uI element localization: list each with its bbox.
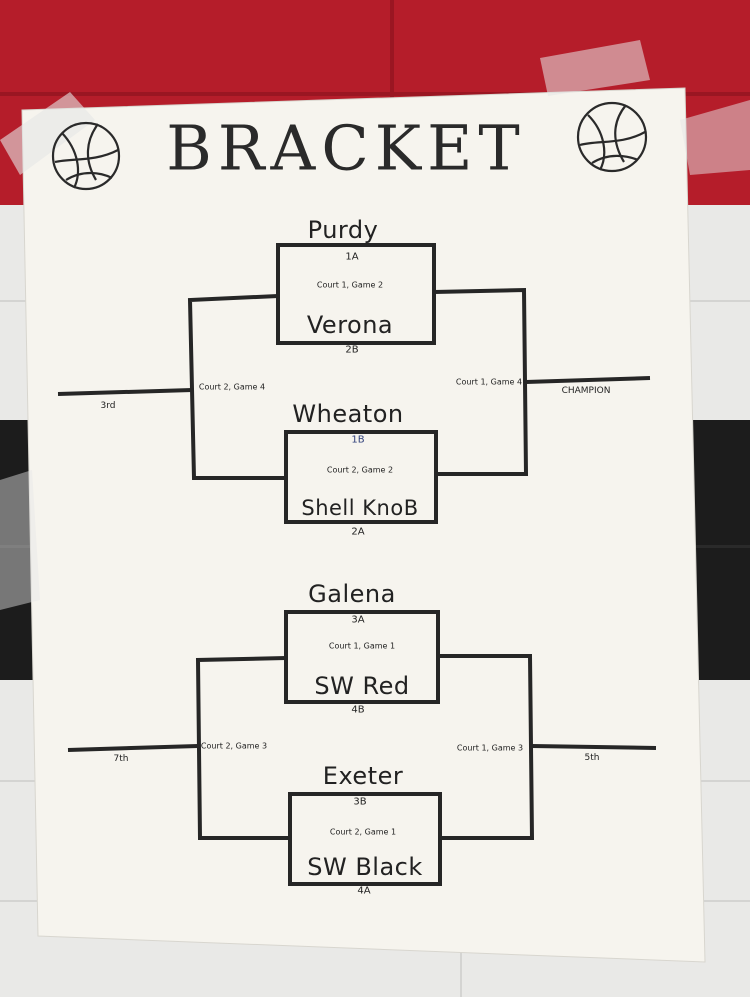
seed-label: 2A [351,526,365,538]
place-5th: 5th [584,753,600,763]
volleyball-icon-left [51,121,121,191]
team-galena: Galena [308,580,396,608]
place-3rd: 3rd [100,401,116,411]
seed-label: 1B [351,434,365,446]
tape-top-left [0,92,95,175]
team-sw-black: SW Black [307,853,423,881]
seed-label: 4A [357,885,371,897]
team-shell-knob: Shell KnoB [301,496,419,520]
team-exeter: Exeter [322,762,404,790]
place-champion: CHAMPION [561,386,611,396]
top-bracket-lines [57,243,651,524]
tape-right [680,100,750,175]
team-purdy: Purdy [307,216,379,244]
team-wheaton: Wheaton [292,400,404,428]
tape-left [0,470,40,610]
game-label: Court 1, Game 2 [316,280,384,290]
poster-paper [21,87,706,963]
seed-label: 3B [353,796,367,808]
seed-label: 1A [345,251,359,263]
volleyball-icon-right [576,101,648,173]
poster-title: BRACKET [166,111,526,185]
game-label: Court 2, Game 4 [198,382,266,392]
game-label: Court 1, Game 3 [456,743,524,753]
seed-label: 4B [351,704,365,716]
game-label: Court 2, Game 2 [326,465,394,475]
place-7th: 7th [113,754,129,764]
bottom-bracket-lines [67,610,657,886]
game-box-court1-game2 [276,243,436,345]
game-label: Court 2, Game 1 [329,827,397,837]
game-label: Court 1, Game 4 [455,377,523,387]
seed-label: 2B [345,344,359,356]
game-label: Court 1, Game 1 [328,641,396,651]
seed-label: 3A [351,614,365,626]
team-sw-red: SW Red [314,672,410,700]
team-verona: Verona [306,311,394,339]
tape-top-right [540,40,650,96]
wall-red-seam-horizontal [0,92,750,96]
game-label: Court 2, Game 3 [200,741,268,751]
